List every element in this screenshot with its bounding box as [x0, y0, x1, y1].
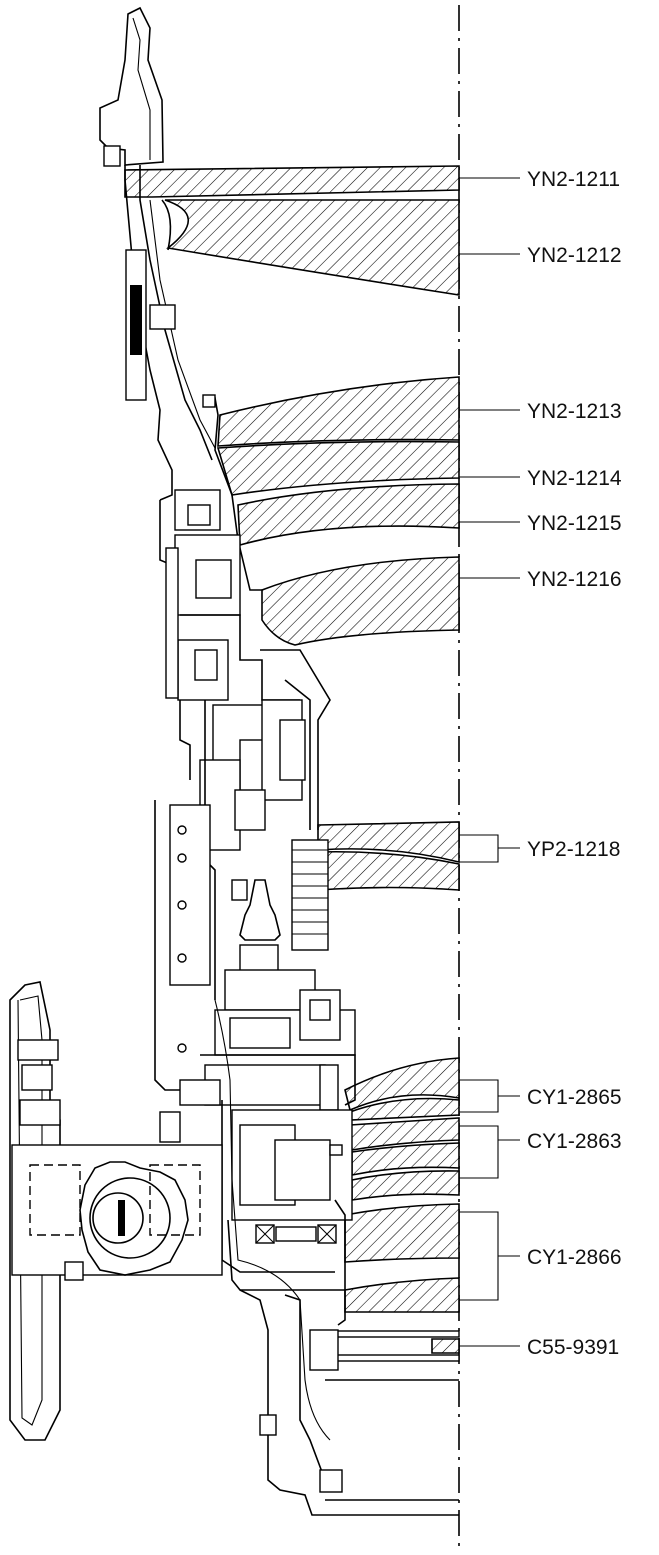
callout-label-cy1-2865: CY1-2865 — [527, 1086, 622, 1109]
callout-label-yn2-1213: YN2-1213 — [527, 400, 622, 423]
callout-labels: YN2-1211 YN2-1212 YN2-1213 YN2-1214 YN2-… — [527, 168, 622, 1359]
lens-element-yp2-1218 — [317, 821, 460, 891]
callout-label-yp2-1218: YP2-1218 — [527, 838, 620, 861]
lens-element-cy1-2866 — [344, 1203, 460, 1313]
callout-label-cy1-2863: CY1-2863 — [527, 1130, 622, 1153]
lens-element-yn2-1212 — [164, 199, 460, 296]
lens-element-c55-9391 — [324, 1330, 460, 1362]
lens-element-yn2-1213 — [217, 376, 460, 447]
lens-element-yn2-1211 — [124, 165, 460, 198]
callout-label-yn2-1216: YN2-1216 — [527, 568, 622, 591]
callout-label-yn2-1214: YN2-1214 — [527, 467, 622, 490]
tripod-collar — [9, 981, 223, 1441]
callout-label-yn2-1215: YN2-1215 — [527, 512, 622, 535]
callout-label-c55-9391: C55-9391 — [527, 1336, 619, 1359]
callout-label-cy1-2866: CY1-2866 — [527, 1246, 622, 1269]
lens-barrel-housing — [99, 6, 459, 1516]
locking-knob — [79, 1161, 189, 1276]
callout-leaders — [459, 177, 520, 1347]
gear-stack — [291, 839, 329, 951]
lens-element-yn2-1214 — [216, 440, 460, 496]
bearing-rollers — [255, 1224, 337, 1244]
lens-element-cy1-2865 — [344, 1057, 460, 1121]
callout-label-yn2-1212: YN2-1212 — [527, 244, 622, 267]
lens-element-yn2-1216 — [261, 556, 460, 646]
lens-element-cy1-2863 — [349, 1117, 460, 1201]
callout-label-yn2-1211: YN2-1211 — [527, 168, 620, 191]
lens-element-yn2-1215 — [237, 483, 460, 547]
